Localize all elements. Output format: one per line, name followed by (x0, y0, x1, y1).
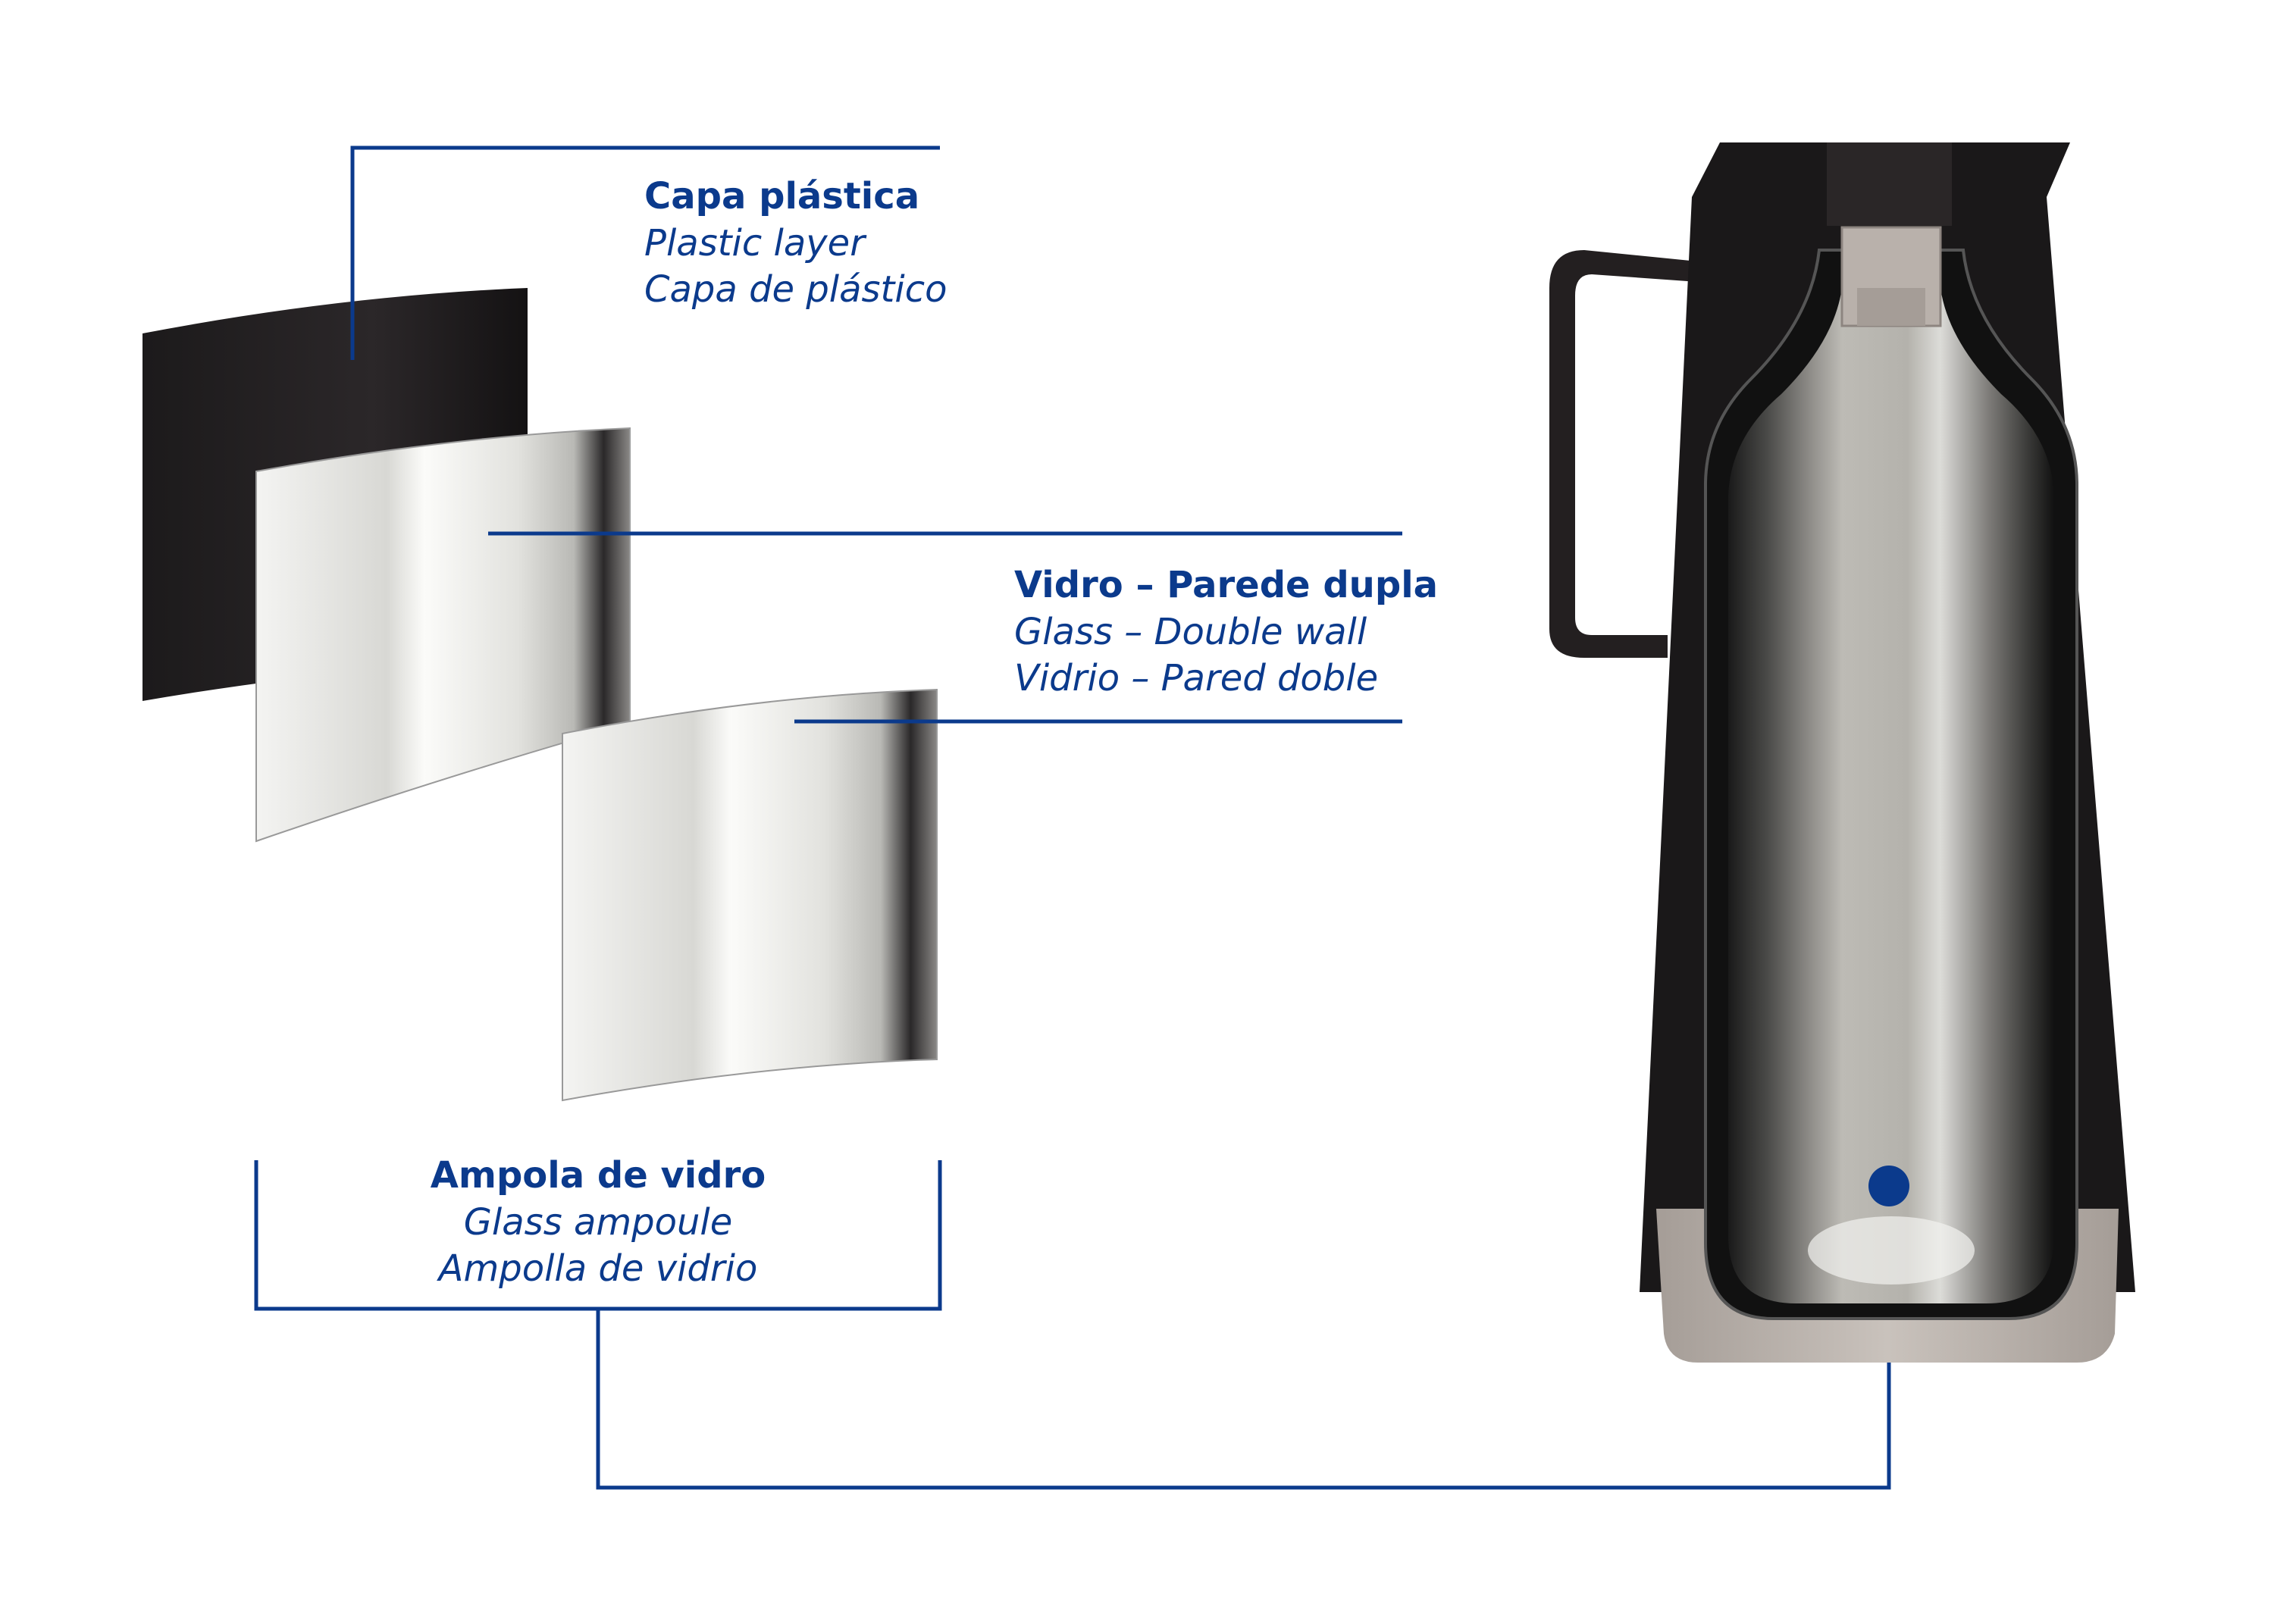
ampoule-label-es: Ampolla de vidrio (437, 1247, 758, 1290)
ampoule-label-en: Glass ampoule (464, 1201, 733, 1244)
glass-label-es: Vidrio – Pared doble (1014, 657, 1378, 699)
plastic-label-pt: Capa plástica (644, 175, 919, 217)
glass-label-pt: Vidro – Parede dupla (1014, 564, 1438, 606)
plastic-label-es: Capa de plástico (644, 268, 947, 311)
plastic-label-en: Plastic layer (644, 222, 867, 264)
bottom-highlight (1808, 1216, 1975, 1284)
jug-handle (1549, 250, 1698, 658)
plastic-leader-line (350, 146, 940, 360)
stopper-tip (1857, 288, 1925, 326)
glass-label-en: Glass – Double wall (1014, 611, 1367, 653)
glass-wall-panel-inner (562, 688, 938, 1102)
jug-lid (1827, 142, 1952, 226)
ampoule-label-pt: Ampola de vidro (431, 1154, 766, 1197)
thermos-cutaway (1549, 142, 2135, 1363)
glass-ampoule (1728, 288, 2054, 1303)
ampoule-indicator-dot (1868, 1166, 1909, 1206)
